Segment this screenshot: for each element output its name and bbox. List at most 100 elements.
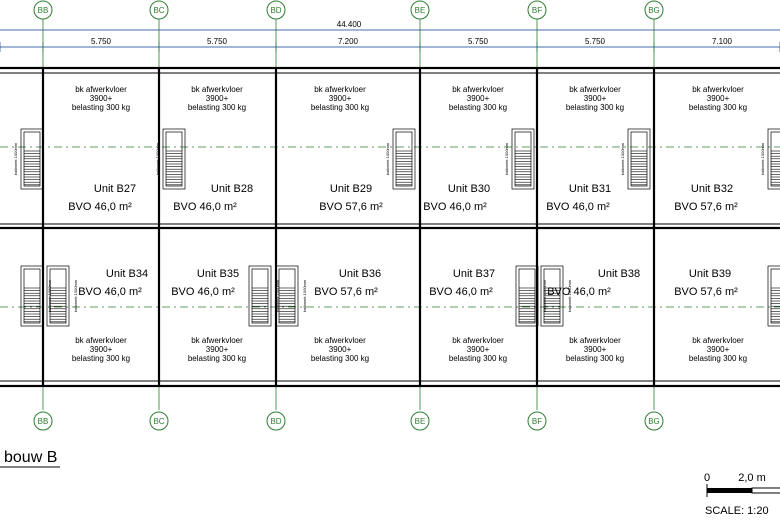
stair-label: balkwerk 1000mm bbox=[760, 142, 765, 175]
scale-length: 2,0 m bbox=[738, 472, 766, 484]
total-dimension: 44.400 bbox=[337, 20, 362, 29]
stair: balkwerk 1000mm bbox=[767, 265, 780, 327]
scale-label: SCALE: 1:20 bbox=[705, 505, 769, 517]
building-title: bouw B bbox=[4, 449, 57, 466]
stair: balkwerk 1000mm bbox=[760, 128, 780, 190]
svg-text:belasting 300 kg: belasting 300 kg bbox=[311, 354, 369, 363]
svg-text:BVO 57,6 m²: BVO 57,6 m² bbox=[319, 201, 383, 213]
svg-text:bk afwerkvloer: bk afwerkvloer bbox=[75, 85, 127, 94]
svg-text:belasting 300 kg: belasting 300 kg bbox=[311, 103, 369, 112]
svg-text:Unit B31: Unit B31 bbox=[569, 183, 611, 195]
svg-text:BVO 46,0 m²: BVO 46,0 m² bbox=[423, 201, 487, 213]
grid-bubble bbox=[644, 411, 664, 431]
scale-segment-light bbox=[751, 487, 780, 494]
svg-text:Unit B37: Unit B37 bbox=[453, 268, 495, 280]
grid-bubble bbox=[527, 0, 547, 20]
svg-text:belasting 300 kg: belasting 300 kg bbox=[689, 103, 747, 112]
svg-text:Unit B34: Unit B34 bbox=[106, 268, 148, 280]
svg-text:bk afwerkvloer: bk afwerkvloer bbox=[569, 336, 621, 345]
grid-label: BF bbox=[532, 6, 542, 15]
svg-text:bk afwerkvloer: bk afwerkvloer bbox=[452, 85, 504, 94]
grid-label: BF bbox=[532, 417, 542, 426]
grid-bubble bbox=[33, 0, 53, 20]
grid-bubble bbox=[644, 0, 664, 20]
segment-dimension: 5.750 bbox=[585, 37, 606, 46]
svg-text:belasting 300 kg: belasting 300 kg bbox=[689, 354, 747, 363]
grid-bubble bbox=[410, 0, 430, 20]
grid-label: BD bbox=[270, 6, 281, 15]
svg-text:BVO 46,0 m²: BVO 46,0 m² bbox=[546, 201, 610, 213]
svg-text:belasting 300 kg: belasting 300 kg bbox=[188, 354, 246, 363]
scale-bar: 0 2,0 m SCALE: 1:20 bbox=[704, 472, 780, 517]
svg-text:3900+: 3900+ bbox=[584, 345, 607, 354]
stair-label: balkwerk 1000mm bbox=[567, 279, 572, 312]
svg-text:Unit B32: Unit B32 bbox=[691, 183, 733, 195]
grid-bubble bbox=[266, 411, 286, 431]
stairs: balkwerk 1000mm balkwerk 1000mm balkwerk 1… bbox=[13, 128, 780, 327]
svg-text:3900+: 3900+ bbox=[206, 94, 229, 103]
svg-text:3900+: 3900+ bbox=[467, 94, 490, 103]
svg-text:3900+: 3900+ bbox=[584, 94, 607, 103]
svg-text:belasting 300 kg: belasting 300 kg bbox=[72, 354, 130, 363]
svg-text:bk afwerkvloer: bk afwerkvloer bbox=[569, 85, 621, 94]
svg-text:bk afwerkvloer: bk afwerkvloer bbox=[75, 336, 127, 345]
svg-text:BVO 46,0 m²: BVO 46,0 m² bbox=[68, 201, 132, 213]
segment-dimension: 5.750 bbox=[91, 37, 112, 46]
svg-text:belasting 300 kg: belasting 300 kg bbox=[449, 103, 507, 112]
svg-text:BVO 57,6 m²: BVO 57,6 m² bbox=[674, 286, 738, 298]
stair-label: balkwerk 1000mm bbox=[504, 142, 509, 175]
svg-text:Unit B38: Unit B38 bbox=[598, 268, 640, 280]
stair: balkwerk 1000mm bbox=[248, 265, 280, 327]
segment-dimension: 5.750 bbox=[468, 37, 489, 46]
svg-text:Unit B35: Unit B35 bbox=[197, 268, 239, 280]
grid-bubble bbox=[33, 411, 53, 431]
stair-label: balkwerk 1000mm bbox=[155, 142, 160, 175]
stair-label: balkwerk 1000mm bbox=[302, 279, 307, 312]
svg-text:BVO 46,0 m²: BVO 46,0 m² bbox=[429, 286, 493, 298]
svg-text:bk afwerkvloer: bk afwerkvloer bbox=[692, 336, 744, 345]
svg-text:BVO 57,6 m²: BVO 57,6 m² bbox=[674, 201, 738, 213]
segment-dimension: 7.200 bbox=[338, 37, 359, 46]
partition-walls bbox=[41, 68, 656, 386]
stair: balkwerk 1000mm bbox=[540, 265, 572, 327]
grid-bubble bbox=[527, 411, 547, 431]
stair: balkwerk 1000mm bbox=[515, 265, 547, 327]
stair: balkwerk 1000mm bbox=[385, 128, 416, 190]
stair: balkwerk 1000mm bbox=[504, 128, 535, 190]
stair-label: balkwerk 1000mm bbox=[13, 142, 18, 175]
svg-text:Unit B28: Unit B28 bbox=[211, 183, 253, 195]
svg-text:Unit B36: Unit B36 bbox=[339, 268, 381, 280]
grid-label: BB bbox=[38, 417, 49, 426]
stair: balkwerk 1000mm bbox=[155, 128, 186, 190]
stair-label: balkwerk 1000mm bbox=[73, 279, 78, 312]
svg-text:belasting 300 kg: belasting 300 kg bbox=[72, 103, 130, 112]
svg-text:3900+: 3900+ bbox=[90, 345, 113, 354]
grid-bubble bbox=[149, 0, 169, 20]
svg-text:bk afwerkvloer: bk afwerkvloer bbox=[314, 85, 366, 94]
grid-bubble bbox=[266, 0, 286, 20]
svg-text:belasting 300 kg: belasting 300 kg bbox=[566, 103, 624, 112]
grid-bubble bbox=[410, 411, 430, 431]
grid-label: BC bbox=[153, 417, 164, 426]
svg-text:Unit B29: Unit B29 bbox=[330, 183, 372, 195]
grid-label: BE bbox=[415, 6, 426, 15]
stair: balkwerk 1000mm bbox=[13, 128, 44, 190]
